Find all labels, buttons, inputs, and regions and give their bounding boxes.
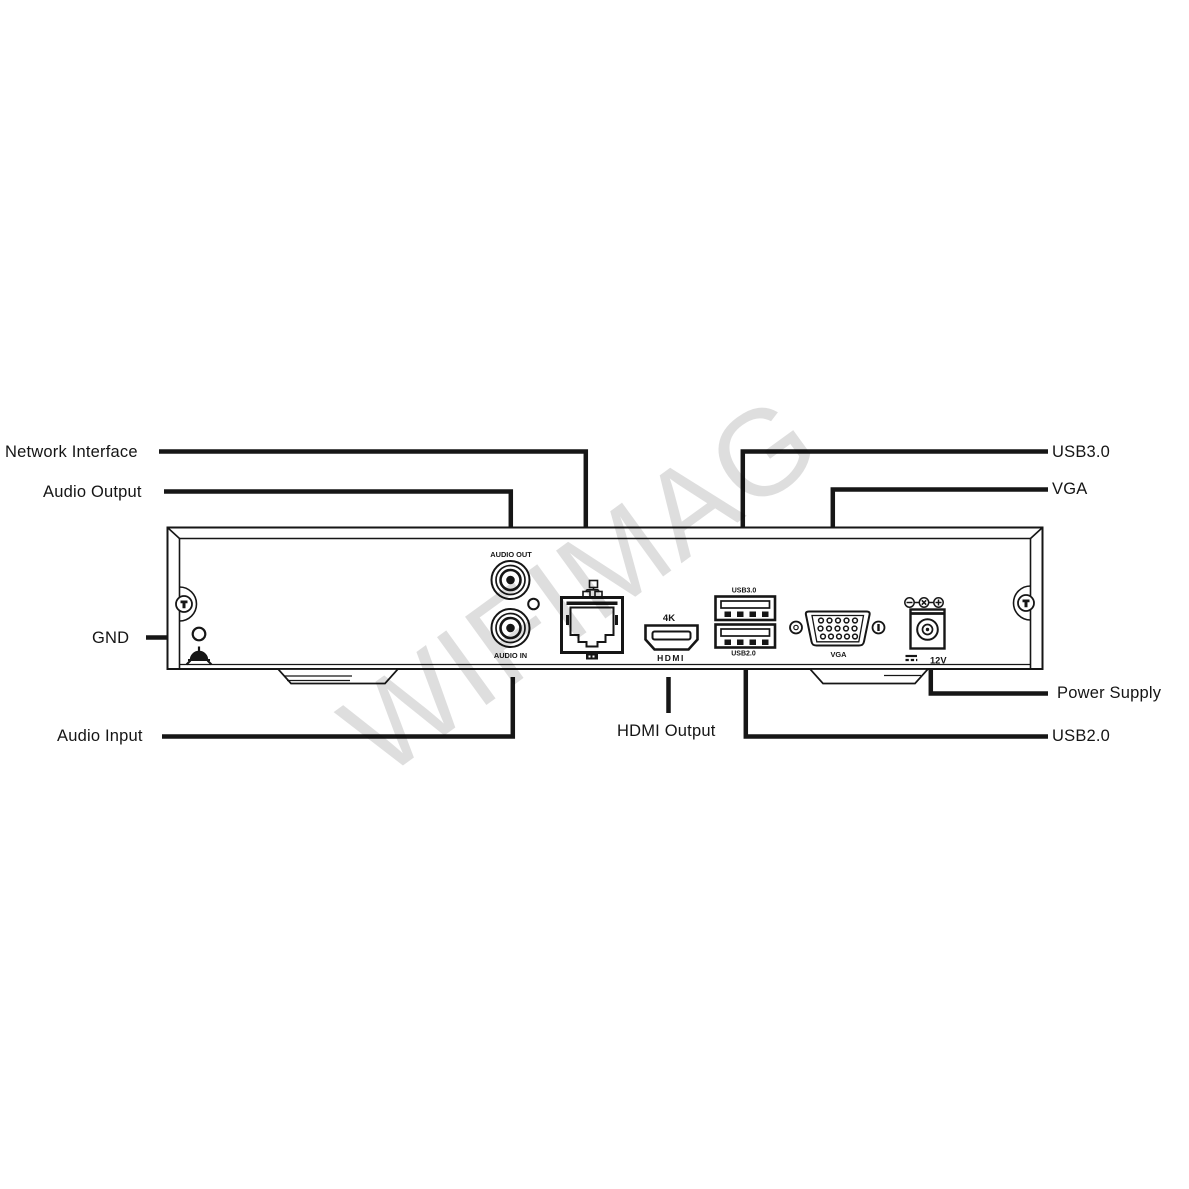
callout-vga: VGA (1052, 480, 1088, 498)
audio-out-jack (490, 560, 531, 600)
callout-usb2: USB2.0 (1052, 727, 1111, 745)
gnd-screw-hole (191, 626, 207, 642)
dc-voltage-icon (905, 654, 918, 662)
leader-audio-output (164, 489, 514, 543)
left-mount-screw (175, 586, 198, 622)
vga-port (789, 610, 886, 647)
audio-in-marking: AUDIO IN (494, 651, 527, 660)
hdmi-4k-marking: 4K (663, 613, 675, 624)
vga-marking: VGA (830, 650, 847, 659)
callout-network-interface: Network Interface (5, 443, 138, 461)
hdmi-port (644, 624, 699, 651)
callout-audio-output: Audio Output (43, 483, 142, 501)
dc-polarity-icons (904, 597, 944, 608)
usb2-port (714, 623, 777, 649)
leader-audio-input (162, 677, 516, 739)
callout-gnd: GND (92, 629, 130, 647)
callout-hdmi-output: HDMI Output (617, 722, 716, 740)
usb2-marking: USB2.0 (731, 651, 756, 658)
audio-in-jack (490, 608, 531, 648)
callout-usb3: USB3.0 (1052, 443, 1111, 461)
usb3-port (714, 595, 777, 622)
leader-power-supply (928, 665, 1048, 696)
foot-left (276, 668, 400, 685)
dc-power-jack (909, 608, 946, 650)
audio-out-marking: AUDIO OUT (490, 550, 532, 559)
screw-icon (1022, 599, 1030, 608)
power-12v-marking: 12V (930, 656, 947, 666)
hdmi-logo-marking: HDMI (657, 653, 685, 663)
audio-mount-hole (527, 597, 540, 611)
foot-right (808, 668, 930, 685)
usb3-marking: USB3.0 (732, 588, 757, 595)
screw-icon (180, 600, 188, 609)
leader-usb2 (743, 659, 1048, 739)
ground-symbol-icon (185, 646, 213, 666)
callout-power-supply: Power Supply (1057, 684, 1162, 702)
rj45-port (560, 596, 624, 660)
callout-audio-input: Audio Input (57, 727, 143, 745)
right-mount-screw (1012, 585, 1035, 621)
